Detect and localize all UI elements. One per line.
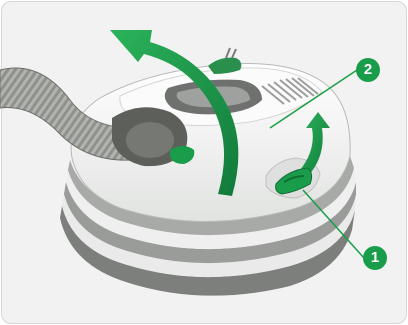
callout-label-2: 2 [356, 58, 380, 82]
callout-label-1: 1 [363, 246, 387, 270]
